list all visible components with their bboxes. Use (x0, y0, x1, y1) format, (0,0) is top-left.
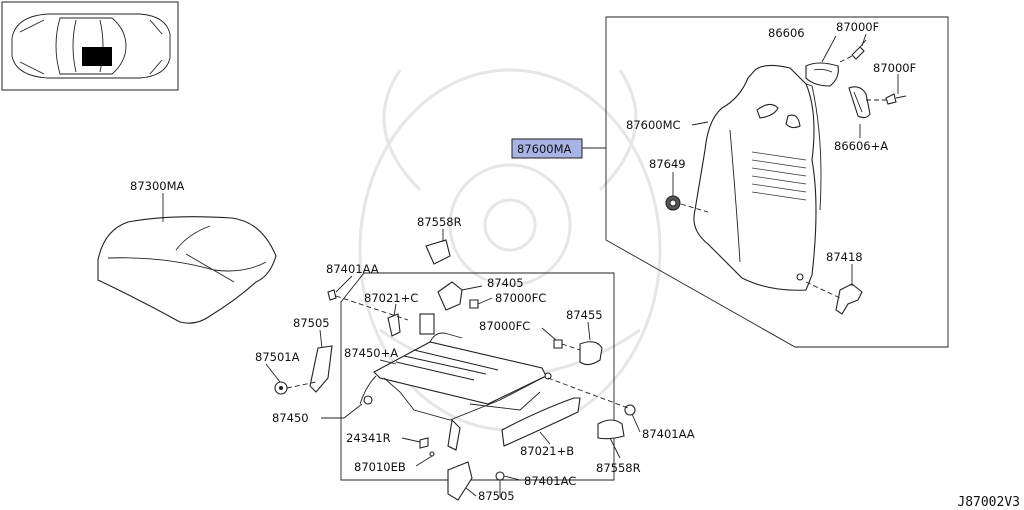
label-24341R[interactable]: 24341R (346, 431, 391, 445)
label-87000F-right[interactable]: 87000F (873, 61, 916, 75)
label-87000FC-top[interactable]: 87000FC (495, 291, 546, 305)
label-87600MC[interactable]: 87600MC (626, 118, 681, 132)
label-87600MA[interactable]: 87600MA (517, 142, 572, 156)
label-87505-top[interactable]: 87505 (293, 316, 330, 330)
seat-frame (359, 313, 552, 451)
seat-location-marker (82, 47, 112, 66)
bracket-87418 (805, 281, 863, 315)
part-labels: 86606 87000F 87000F 87600MC 86606+A 8760… (130, 20, 916, 503)
label-87450[interactable]: 87450 (272, 411, 309, 425)
label-87401AA-right[interactable]: 87401AA (642, 427, 695, 441)
label-87558R-top[interactable]: 87558R (417, 215, 462, 229)
label-87558R-bottom[interactable]: 87558R (596, 461, 641, 475)
right-side-parts (447, 339, 636, 501)
leader-lines (162, 33, 899, 497)
label-86606[interactable]: 86606 (768, 26, 805, 40)
label-87649[interactable]: 87649 (649, 157, 686, 171)
side-trim-87021B (501, 397, 581, 447)
drawing-code: J87002V3 (957, 495, 1020, 510)
label-87401AA-top[interactable]: 87401AA (326, 262, 379, 276)
label-87455[interactable]: 87455 (566, 308, 603, 322)
headrest-guide-parts (805, 39, 907, 119)
left-bracket-parts (274, 289, 435, 457)
label-87505-bottom[interactable]: 87505 (478, 489, 515, 503)
highlight-87600MA (511, 138, 583, 159)
label-87405[interactable]: 87405 (487, 276, 524, 290)
label-86606A[interactable]: 86606+A (834, 139, 888, 153)
label-87000F-top[interactable]: 87000F (836, 20, 879, 34)
car-locator-thumbnail (1, 1, 179, 91)
label-87450A[interactable]: 87450+A (344, 346, 398, 360)
label-87021C[interactable]: 87021+C (364, 291, 418, 305)
seat-back-frame (605, 16, 949, 348)
label-87010EB[interactable]: 87010EB (354, 460, 406, 474)
hinge-covers-top (425, 239, 479, 311)
seat-back (693, 64, 822, 291)
label-87501A[interactable]: 87501A (255, 350, 300, 364)
label-87418[interactable]: 87418 (826, 250, 863, 264)
seat-cushion (97, 216, 277, 324)
label-87401AC[interactable]: 87401AC (524, 474, 576, 488)
label-87300MA[interactable]: 87300MA (130, 179, 185, 193)
label-87000FC-mid[interactable]: 87000FC (479, 319, 530, 333)
seat-frame-box (340, 272, 615, 481)
label-87021B[interactable]: 87021+B (520, 444, 574, 458)
grommet-87649 (665, 195, 709, 213)
